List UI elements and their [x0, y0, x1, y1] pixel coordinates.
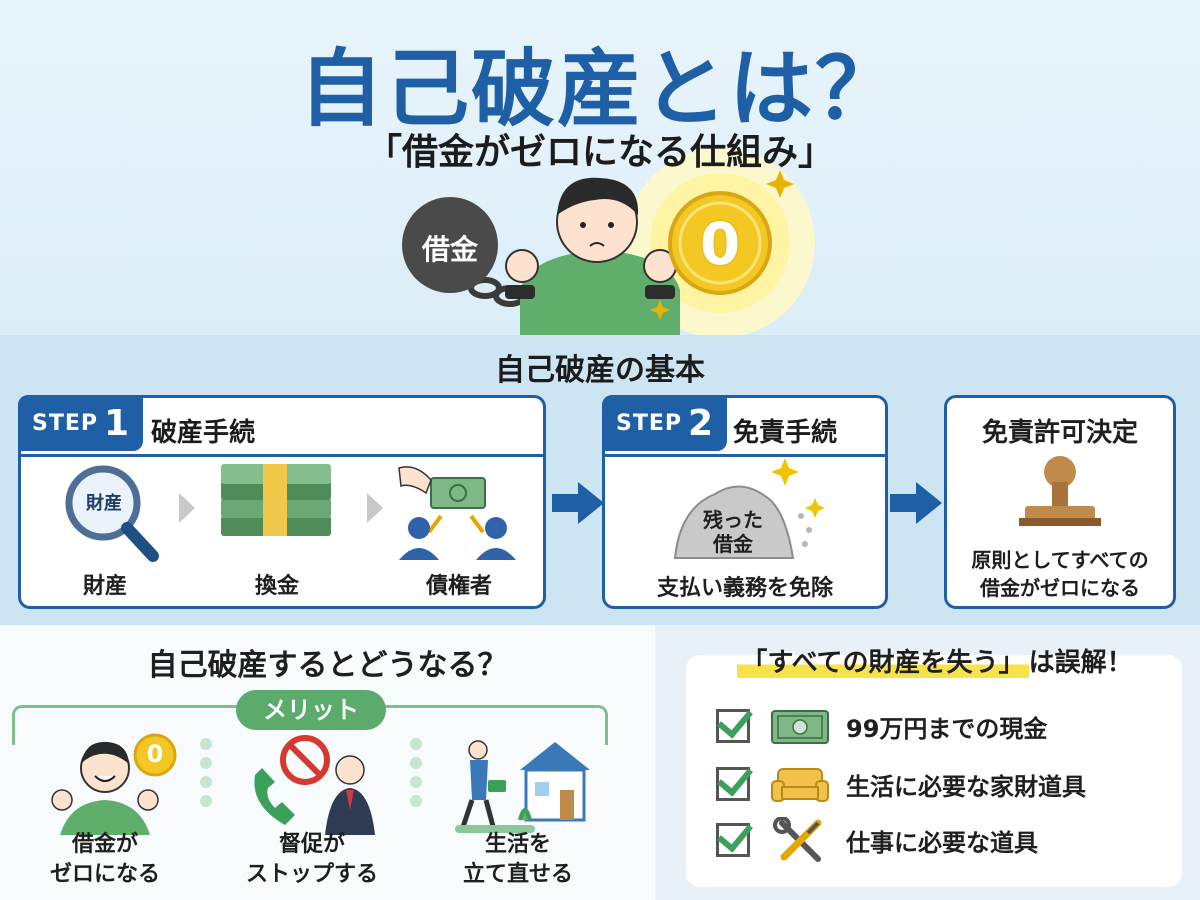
person-body	[520, 250, 680, 335]
rock-text-2: 借金	[713, 532, 753, 556]
arrow-right-icon	[890, 482, 942, 524]
discharge-line-1: 原則としてすべての	[971, 548, 1149, 572]
merit-3-line-1: 生活を	[484, 832, 551, 857]
step2-badge: STEP 2	[602, 395, 728, 451]
discharge-line-2: 借金がゼロになる	[980, 576, 1140, 600]
cash-icon	[771, 710, 829, 744]
step2-badge-word: STEP	[616, 410, 683, 436]
assets-title-rest: は誤解！	[1028, 648, 1133, 678]
step1-card: STEP 1 破産手続	[18, 395, 546, 609]
asset-item-text: 生活に必要な家財道具	[846, 772, 1086, 801]
asset-item: 生活に必要な家財道具	[716, 761, 1086, 807]
arrow-right-icon	[552, 482, 604, 524]
discharge-illustration	[1019, 456, 1101, 526]
sparkle-icon	[771, 458, 825, 518]
happy-person-icon	[51, 741, 159, 835]
gardening-person-icon	[455, 740, 535, 833]
merit-1-line-2: ゼロになる	[49, 862, 160, 887]
merit-item-2: 督促が ストップする	[222, 830, 402, 890]
asset-item: 仕事に必要な道具	[716, 817, 1038, 863]
merit-badge: メリット	[236, 690, 386, 730]
house-icon	[520, 742, 590, 822]
step2-caption: 支払い義務を免除	[656, 576, 833, 601]
chevron-right-icon	[179, 493, 195, 523]
zero-coin-small-label: 0	[146, 740, 164, 768]
discharge-card: 免責許可決定 原則としてすべての 借金がゼロになる	[944, 395, 1176, 609]
merit-item-3: 生活を 立て直せる	[428, 830, 608, 890]
step2-illustration	[673, 458, 825, 559]
page-title: 自己破産とは？	[298, 40, 901, 138]
separator-dots	[200, 738, 214, 814]
asset-item: 99万円までの現金	[716, 703, 1047, 749]
hand-money-icon	[398, 466, 486, 509]
creditors-icon	[399, 514, 516, 560]
assets-title-highlight: 「すべての財産を失う」	[737, 648, 1029, 678]
outcome-title: 自己破産するとどうなる？	[147, 648, 508, 683]
hero-section: 自己破産とは？ 「借金がゼロになる仕組み」 借金 0	[0, 0, 1200, 335]
merit-2-line-1: 督促が	[278, 832, 345, 857]
sofa-icon	[771, 768, 829, 802]
step1-item-liquidation: 換金	[254, 574, 299, 599]
step1-item-assets: 財産	[82, 574, 127, 599]
hero-illustration	[402, 148, 815, 335]
step1-title: 破産手続	[151, 418, 256, 448]
rock-text-1: 残った	[703, 508, 763, 532]
step2-badge-number: 2	[688, 402, 714, 444]
step1-illustration	[65, 464, 516, 562]
separator-dots	[410, 738, 424, 814]
page-subtitle: 「借金がゼロになる仕組み」	[365, 132, 834, 173]
step2-card: STEP 2 免責手続 残った 借金 支払い義務を免除	[602, 395, 888, 609]
merit-2-line-2: ストップする	[245, 862, 378, 887]
no-call-icon	[254, 735, 330, 825]
tools-icon	[773, 817, 822, 862]
merit-1-line-1: 借金が	[71, 832, 138, 857]
magnifier-label: 財産	[86, 493, 122, 514]
checkbox-checked-icon	[716, 823, 750, 857]
debt-ball-label: 借金	[421, 233, 478, 266]
basics-title: 自己破産の基本	[495, 353, 705, 388]
merit-3-line-2: 立て直せる	[462, 862, 573, 887]
step1-badge: STEP 1	[18, 395, 144, 451]
asset-item-text: 仕事に必要な道具	[846, 828, 1038, 857]
checkbox-checked-icon	[716, 767, 750, 801]
zero-coin-icon	[668, 191, 772, 295]
magnifier-icon	[65, 465, 159, 562]
asset-item-text: 99万円までの現金	[846, 714, 1048, 743]
step1-badge-number: 1	[104, 402, 130, 444]
zero-coin-label: 0	[699, 210, 741, 278]
zero-coin-small-icon	[133, 733, 177, 777]
discharge-title: 免責許可決定	[981, 418, 1138, 448]
step1-badge-word: STEP	[32, 410, 99, 436]
businessman-icon	[325, 755, 375, 835]
crumbling-rock-icon	[673, 485, 818, 559]
checkbox-checked-icon	[716, 709, 750, 743]
money-stack-icon	[221, 464, 331, 536]
merit-item-1: 借金が ゼロになる	[15, 830, 195, 890]
chevron-right-icon	[367, 493, 383, 523]
merit-illustrations	[51, 733, 590, 835]
stamp-icon	[1019, 456, 1101, 526]
assets-card	[686, 655, 1182, 887]
step1-item-creditors: 債権者	[425, 574, 492, 599]
assets-title: 「すべての財産を失う」は誤解！	[700, 642, 1170, 679]
step2-title: 免責手続	[733, 418, 838, 448]
debt-ball-icon	[402, 197, 498, 293]
